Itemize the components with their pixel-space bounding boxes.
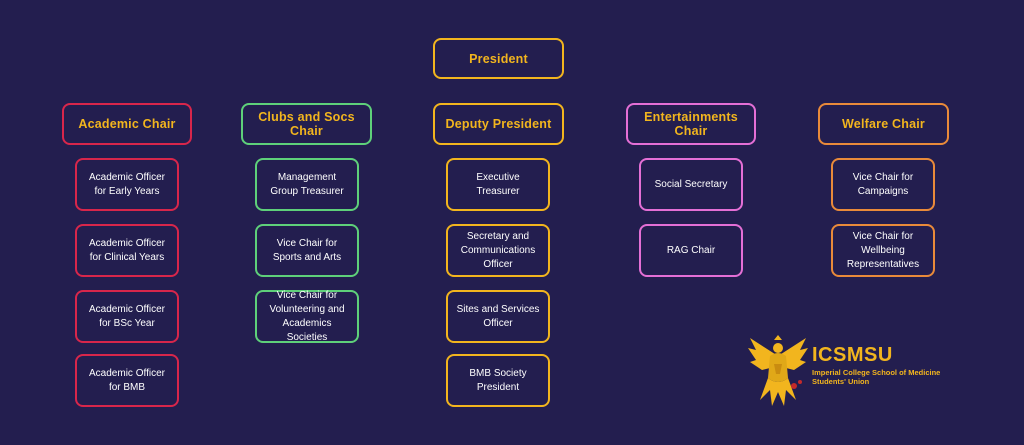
logo-title: ICSMSU [812,344,893,366]
rag-chair-node: RAG Chair [639,224,743,277]
secretary-communications-officer-node: Secretary and Communications Officer [446,224,550,277]
welfare-chair-label: Welfare Chair [842,117,925,131]
node-label: Social Secretary [654,178,728,190]
node-label: Academic Officer for BSc Year [89,303,165,329]
node-label: Secretary and Communications Officer [460,230,536,270]
deputy-president-node: Deputy President [433,103,564,145]
deputy-president-label: Deputy President [445,117,552,131]
node-label: BMB Society President [469,367,527,393]
president-node: President [433,38,564,79]
academic-officer-clinical-years-node: Academic Officer for Clinical Years [75,224,179,277]
clubs-socs-chair-node: Clubs and Socs Chair [241,103,372,145]
node-label: Vice Chair for Campaigns [852,171,914,197]
clubs-socs-chair-label: Clubs and Socs Chair [258,110,355,138]
phoenix-crest-icon [748,335,808,406]
sites-services-officer-node: Sites and Services Officer [446,290,550,343]
node-label: Vice Chair for Volunteering and Academic… [269,289,345,343]
node-label: Vice Chair for Wellbeing Representatives [846,230,920,270]
academic-chair-label: Academic Chair [78,117,176,131]
executive-treasurer-node: Executive Treasurer [446,158,550,211]
logo-subtitle: Imperial College School of Medicine Stud… [812,368,941,386]
node-label: Management Group Treasurer [270,171,344,197]
node-label: Vice Chair for Sports and Arts [272,237,342,263]
bmb-society-president-node: BMB Society President [446,354,550,407]
node-label: RAG Chair [666,244,716,256]
vice-chair-wellbeing-node: Vice Chair for Wellbeing Representatives [831,224,935,277]
academic-chair-node: Academic Chair [62,103,192,145]
entertainments-chair-node: Entertainments Chair [626,103,756,145]
vice-chair-volunteering-node: Vice Chair for Volunteering and Academic… [255,290,359,343]
management-group-treasurer-node: Management Group Treasurer [255,158,359,211]
entertainments-chair-label: Entertainments Chair [644,110,738,138]
node-label: Executive Treasurer [476,171,520,197]
node-label: Academic Officer for Clinical Years [89,237,165,263]
vice-chair-sports-arts-node: Vice Chair for Sports and Arts [255,224,359,277]
node-label: Sites and Services Officer [456,303,540,329]
welfare-chair-node: Welfare Chair [818,103,949,145]
academic-officer-bmb-node: Academic Officer for BMB [75,354,179,407]
academic-officer-early-years-node: Academic Officer for Early Years [75,158,179,211]
social-secretary-node: Social Secretary [639,158,743,211]
node-label: Academic Officer for BMB [89,367,165,393]
vice-chair-campaigns-node: Vice Chair for Campaigns [831,158,935,211]
president-label: President [469,51,528,66]
academic-officer-bsc-year-node: Academic Officer for BSc Year [75,290,179,343]
node-label: Academic Officer for Early Years [89,171,165,197]
